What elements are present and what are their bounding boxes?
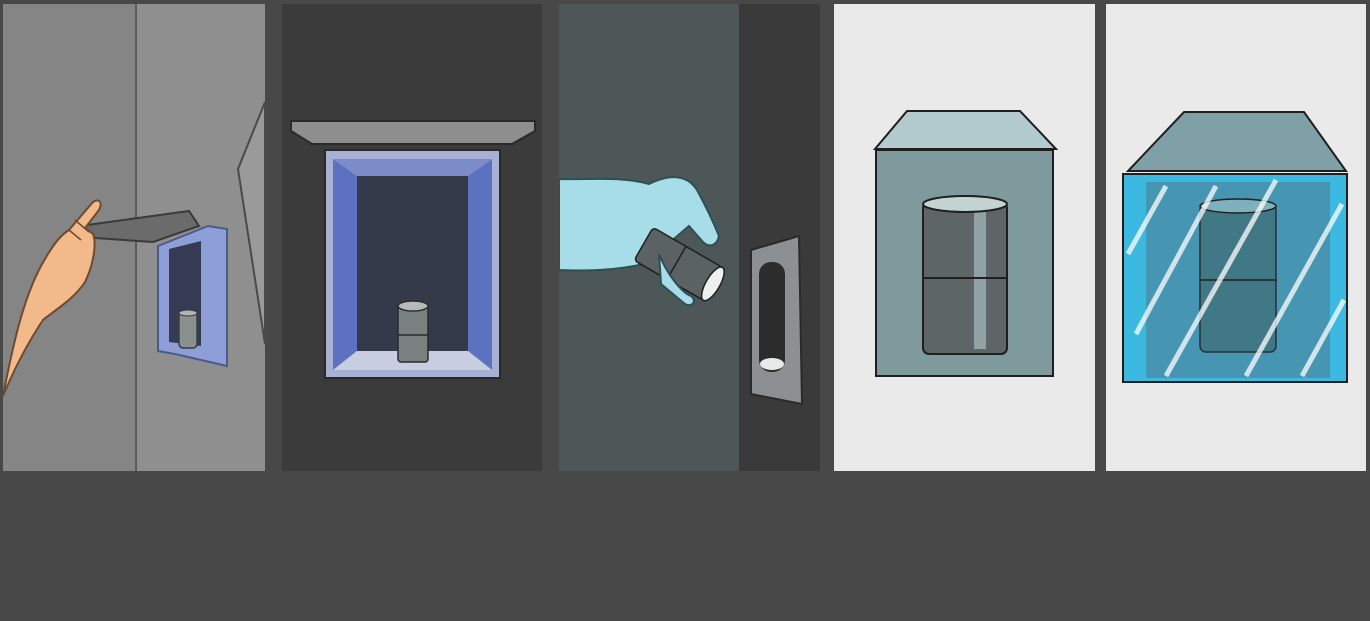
empty-bottom-area — [0, 471, 1370, 621]
panel-compartment-front — [282, 4, 542, 471]
panel-compartment-front-illustration — [282, 4, 542, 471]
canister-top — [398, 301, 428, 311]
panel-housing-illustration — [834, 4, 1095, 471]
slot-opening — [759, 262, 785, 372]
canister-stack — [1200, 204, 1276, 352]
frame-left-face — [333, 159, 357, 370]
frame-right-face — [468, 159, 492, 370]
canister-body — [398, 304, 428, 362]
panel-housing — [834, 4, 1095, 471]
panel-glass-shield — [1106, 4, 1366, 471]
dark-wall — [739, 4, 820, 471]
frame-top-face — [333, 159, 492, 176]
panel-glass-shield-illustration — [1106, 4, 1366, 471]
panel-gloved-hand — [559, 4, 820, 471]
slot-canister-end — [760, 358, 784, 370]
panel-gloved-hand-illustration — [559, 4, 820, 471]
panel-open-compartment-illustration — [3, 4, 265, 471]
canister-top — [923, 196, 1007, 212]
overhang-top — [291, 121, 535, 144]
small-canister-top — [179, 310, 197, 316]
panel-open-compartment — [3, 4, 265, 471]
small-canister — [179, 312, 197, 348]
